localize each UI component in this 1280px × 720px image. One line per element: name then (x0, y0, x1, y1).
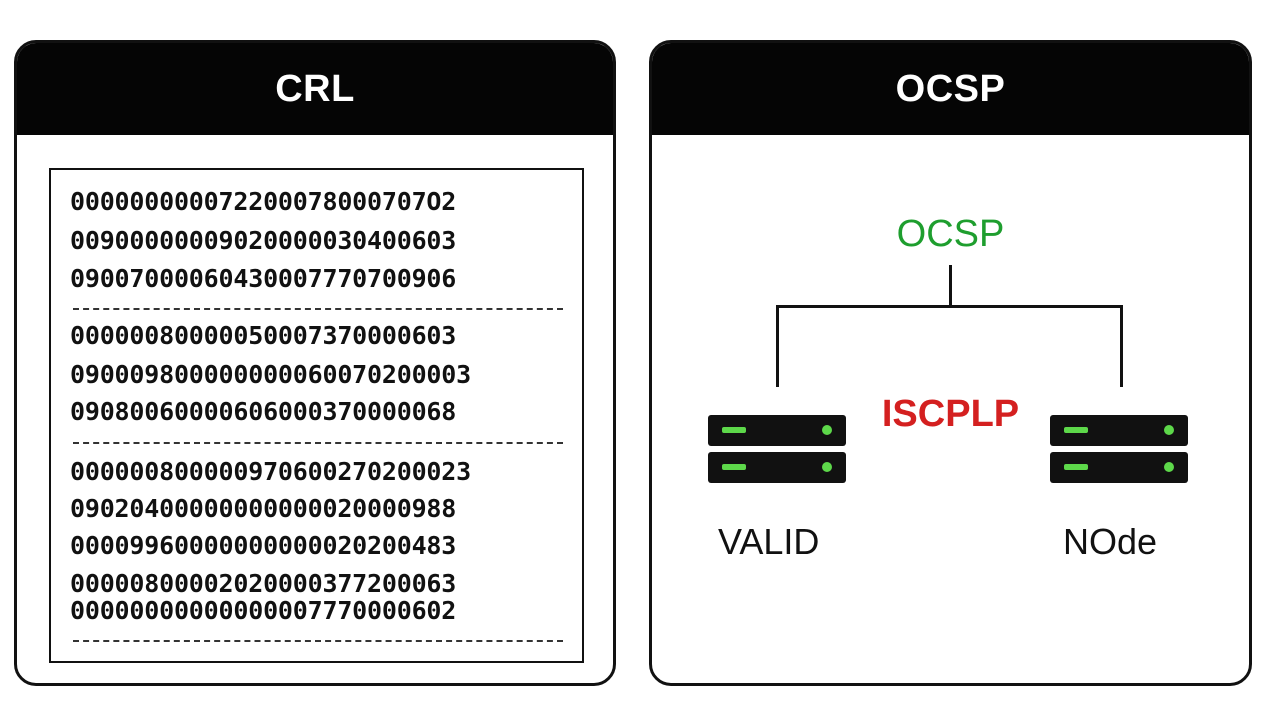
crl-panel: CRL 000000000072200078000707O2 009000000… (14, 40, 616, 686)
ocsp-node-label: OCSP (896, 213, 1005, 255)
server-caption-node: NOde (1063, 521, 1158, 562)
ocsp-panel: OCSP OCSP ISCPLP VALID NOde (649, 40, 1252, 686)
connector-line (949, 265, 952, 307)
connector-line (776, 305, 1123, 308)
crl-entry: 00900000009020000030400603 (70, 226, 457, 255)
crl-entry: 09020400000000000020000988 (70, 494, 457, 523)
crl-entry: 00000800002020000377200063 (70, 569, 457, 598)
crl-separator (73, 442, 563, 444)
crl-entry: 09080060000606000370000068 (70, 397, 457, 426)
server-icon (708, 415, 846, 489)
ocsp-header: OCSP (652, 43, 1249, 135)
crl-separator (73, 308, 563, 310)
crl-entry: 000000000072200078000707O2 (70, 187, 457, 216)
crl-entry: 09000980000000006007020000З (70, 360, 471, 389)
crl-header: CRL (17, 43, 613, 135)
crl-separator (73, 640, 563, 642)
crl-list: 000000000072200078000707O2 0090000000902… (49, 168, 584, 663)
crl-entry: 09007000060430007770700906 (70, 264, 457, 293)
crl-entry: 00000080000050007370000603 (70, 321, 457, 350)
server-caption-valid: VALID (718, 521, 820, 562)
crl-entry: 00009960000000000020200483 (70, 531, 457, 560)
crl-entry: 00000000000000007770000602 (70, 596, 457, 625)
server-icon (1050, 415, 1188, 489)
crl-entry: 00000080000097060027020002З (70, 457, 471, 486)
connector-line (776, 305, 779, 387)
connector-line (1120, 305, 1123, 387)
status-label: ISCPLP (881, 393, 1020, 435)
